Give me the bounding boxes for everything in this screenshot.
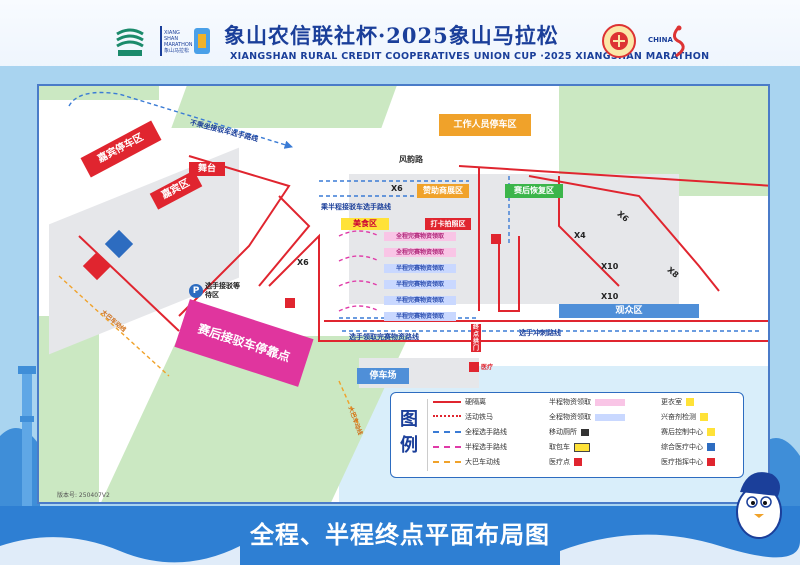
legend-label: 半程物资领取 xyxy=(549,398,591,406)
stage-zone: 舞台 xyxy=(189,162,225,176)
legend-item: 兴奋剂检测 xyxy=(661,412,708,422)
checkin-zone: 打卡拍照区 xyxy=(425,218,471,230)
legend-label: 医疗指挥中心 xyxy=(661,458,703,466)
medical-point-icon xyxy=(469,362,479,372)
legend-label: 全程选手路线 xyxy=(465,428,507,436)
supply-route-label: 选手领取完赛物资路线 xyxy=(349,333,419,341)
legend-item: 硬隔离 xyxy=(433,397,486,407)
legend: 图例 硬隔离 活动铁马 全程选手路线 半程选手路线 大巴车动线 半程物资领取 全… xyxy=(390,392,744,478)
legend-item: 全程物资领取 xyxy=(549,412,625,422)
legend-item: 移动厕所 xyxy=(549,427,589,437)
fengyun-road-label: 风韵路 xyxy=(399,155,423,164)
supply-station: 半程完赛物资领取 xyxy=(384,296,456,305)
legend-label: 更衣室 xyxy=(661,398,682,406)
changing-room-icon xyxy=(686,398,694,406)
page-subtitle: XIANGSHAN RURAL CREDIT COOPERATIVES UNIO… xyxy=(230,51,710,62)
sponsor-zone: 赞助商展区 xyxy=(417,184,469,198)
medical-point-icon xyxy=(574,458,582,466)
medical-center-icon xyxy=(707,443,715,451)
parking-icon: P xyxy=(189,284,203,298)
doping-test-icon xyxy=(700,413,708,421)
legend-item: 综合医疗中心 xyxy=(661,442,715,452)
medical-point-icon xyxy=(491,234,501,244)
china-logo-text: CHINA xyxy=(648,36,673,44)
waiting-zone-label: 选手接驳等待区 xyxy=(205,282,240,299)
legend-swatch xyxy=(433,401,461,403)
legend-item: 取包车 xyxy=(549,442,590,452)
legend-item: 赛后控制中心 xyxy=(661,427,715,437)
control-center-icon xyxy=(707,428,715,436)
legend-label: 兴奋剂检测 xyxy=(661,413,696,421)
staff-parking-zone: 工作人员停车区 xyxy=(439,114,531,136)
china-marathon-logo-icon: CHINA xyxy=(648,24,692,58)
supply-station: 全程完赛物资领取 xyxy=(384,248,456,257)
footer-title: 全程、半程终点平面布局图 xyxy=(250,521,550,549)
finish-route-label: 选手冲刺路线 xyxy=(519,329,561,337)
legend-item: 更衣室 xyxy=(661,397,694,407)
version-label: 版本号: 250407V2 xyxy=(57,492,110,499)
legend-label: 全程物资领取 xyxy=(549,413,591,421)
finish-gate-label: 终点拱门 xyxy=(471,324,481,352)
legend-label: 活动铁马 xyxy=(465,413,493,421)
legend-title: 图例 xyxy=(400,409,418,456)
legend-item: 全程选手路线 xyxy=(433,427,507,437)
legend-item: 半程物资领取 xyxy=(549,397,625,407)
legend-label: 硬隔离 xyxy=(465,398,486,406)
recovery-zone: 赛后恢复区 xyxy=(505,184,563,198)
rural-credit-logo-icon xyxy=(116,28,144,56)
food-zone: 美食区 xyxy=(341,218,389,230)
toilet-count: X6 xyxy=(297,258,309,267)
legend-label: 医疗点 xyxy=(549,458,570,466)
toilet-count: X4 xyxy=(574,231,586,240)
toilet-count: X10 xyxy=(601,262,619,271)
legend-swatch xyxy=(595,413,625,421)
association-emblem-icon xyxy=(602,24,636,58)
legend-label: 综合医疗中心 xyxy=(661,443,703,451)
medical-command-icon xyxy=(707,458,715,466)
medical-point-icon xyxy=(285,298,295,308)
page-title: 象山农信联社杯·2025象山马拉松 xyxy=(224,23,559,48)
legend-label: 半程选手路线 xyxy=(465,443,507,451)
legend-item: 医疗指挥中心 xyxy=(661,457,715,467)
supply-station: 半程完赛物资领取 xyxy=(384,312,456,321)
mascot-icon xyxy=(736,472,782,539)
bottom-banner xyxy=(0,506,800,565)
legend-swatch xyxy=(433,446,461,448)
legend-swatch xyxy=(433,415,461,419)
legend-swatch xyxy=(595,398,625,406)
marathon-logo-text: XIANG SHAN MARATHON 象山马拉松 xyxy=(164,30,193,54)
legend-divider xyxy=(427,399,428,471)
legend-item: 大巴车动线 xyxy=(433,457,500,467)
medical-label: 医疗 xyxy=(481,364,494,371)
legend-label: 大巴车动线 xyxy=(465,458,500,466)
legend-label: 赛后控制中心 xyxy=(661,428,703,436)
legend-swatch xyxy=(433,461,461,463)
toilet-count: X10 xyxy=(601,292,619,301)
legend-item: 医疗点 xyxy=(549,457,582,467)
legend-item: 活动铁马 xyxy=(433,412,493,422)
spectator-zone: 观众区 xyxy=(559,304,699,318)
supply-station: 半程完赛物资领取 xyxy=(384,264,456,273)
legend-label: 取包车 xyxy=(549,443,570,451)
bag-truck-icon xyxy=(574,442,590,452)
half-shuttle-route-label: 乘半程接驳车选手路线 xyxy=(321,203,391,211)
toilet-icon xyxy=(581,428,589,436)
toilet-count: X6 xyxy=(391,184,403,193)
parking-lot-zone: 停车场 xyxy=(357,368,409,384)
legend-swatch xyxy=(433,431,461,433)
supply-station: 全程完赛物资领取 xyxy=(384,232,456,241)
supply-station: 半程完赛物资领取 xyxy=(384,280,456,289)
legend-item: 半程选手路线 xyxy=(433,442,507,452)
legend-label: 移动厕所 xyxy=(549,428,577,436)
marathon-logo-icon: XIANG SHAN MARATHON 象山马拉松 xyxy=(160,24,214,60)
